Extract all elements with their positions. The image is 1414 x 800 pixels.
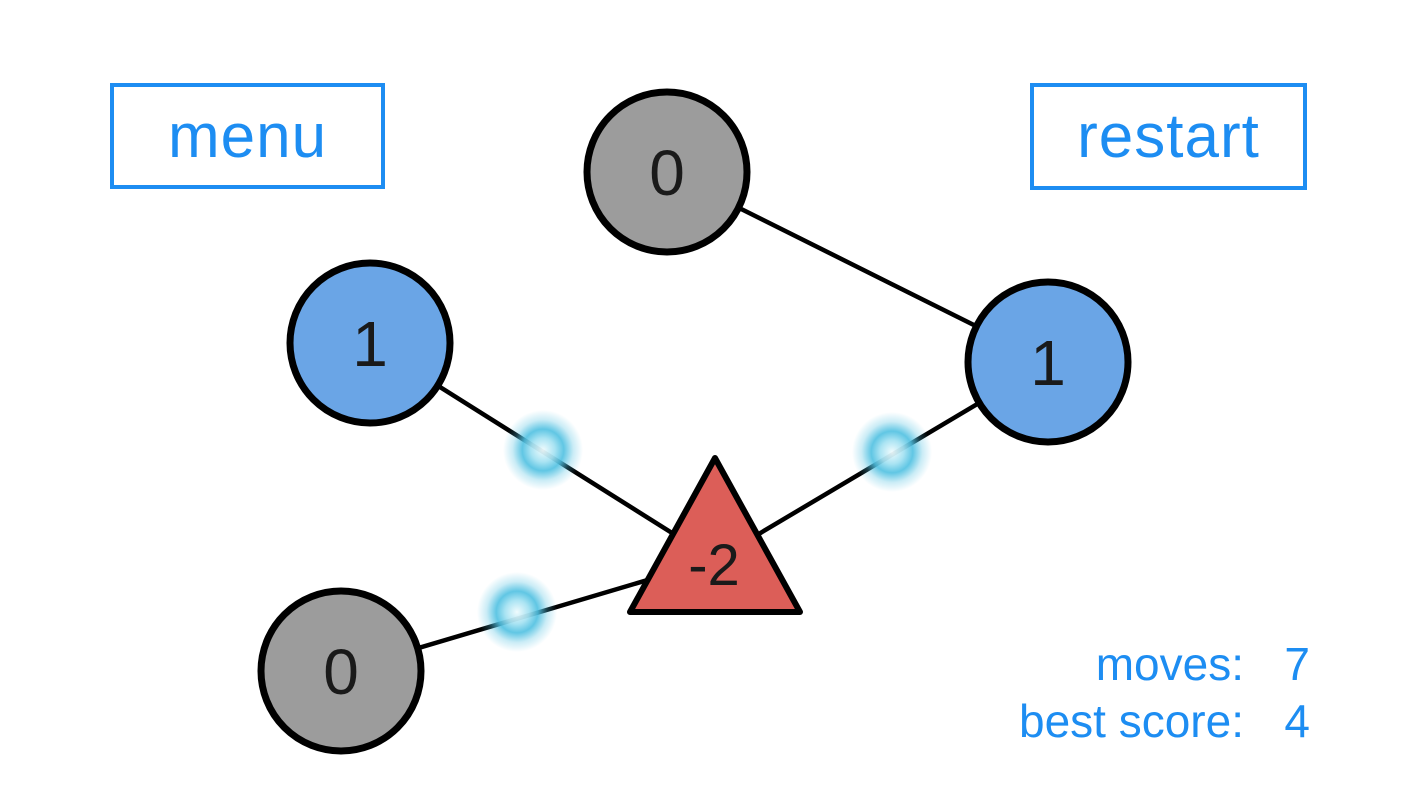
node-right[interactable]: 1 bbox=[964, 278, 1132, 446]
score-panel: moves: 7 best score: 4 bbox=[1019, 636, 1310, 750]
node-center-triangle[interactable]: -2 bbox=[627, 455, 803, 615]
moves-label: moves: bbox=[1095, 638, 1244, 690]
edge-glow-dots bbox=[477, 410, 932, 652]
edge-glow-dot-left[interactable] bbox=[503, 410, 583, 490]
node-top-circle[interactable] bbox=[583, 88, 751, 256]
moves-row: moves: 7 bbox=[1019, 636, 1310, 693]
node-left-value: 1 bbox=[352, 308, 388, 380]
restart-button[interactable]: restart bbox=[1030, 83, 1307, 190]
moves-value: 7 bbox=[1284, 638, 1310, 690]
node-bottom-left-value: 0 bbox=[323, 636, 359, 708]
node-top[interactable]: 0 bbox=[583, 88, 751, 256]
node-right-circle[interactable] bbox=[964, 278, 1132, 446]
node-center-value: -2 bbox=[688, 533, 740, 598]
node-top-value: 0 bbox=[649, 137, 685, 209]
node-center-triangle-shape[interactable] bbox=[627, 455, 803, 615]
node-left[interactable]: 1 bbox=[286, 259, 454, 427]
node-right-value: 1 bbox=[1030, 327, 1066, 399]
menu-button[interactable]: menu bbox=[110, 83, 385, 189]
node-bottom-left[interactable]: 0 bbox=[257, 587, 425, 755]
best-score-row: best score: 4 bbox=[1019, 693, 1310, 750]
best-score-value: 4 bbox=[1284, 695, 1310, 747]
best-score-label: best score: bbox=[1019, 695, 1244, 747]
edge-glow-dot-bottom[interactable] bbox=[477, 572, 557, 652]
node-bottom-left-circle[interactable] bbox=[257, 587, 425, 755]
nodes: 0 1 1 0 -2 bbox=[257, 88, 1132, 755]
edge-glow-dot-right[interactable] bbox=[852, 412, 932, 492]
node-left-circle[interactable] bbox=[286, 259, 454, 427]
